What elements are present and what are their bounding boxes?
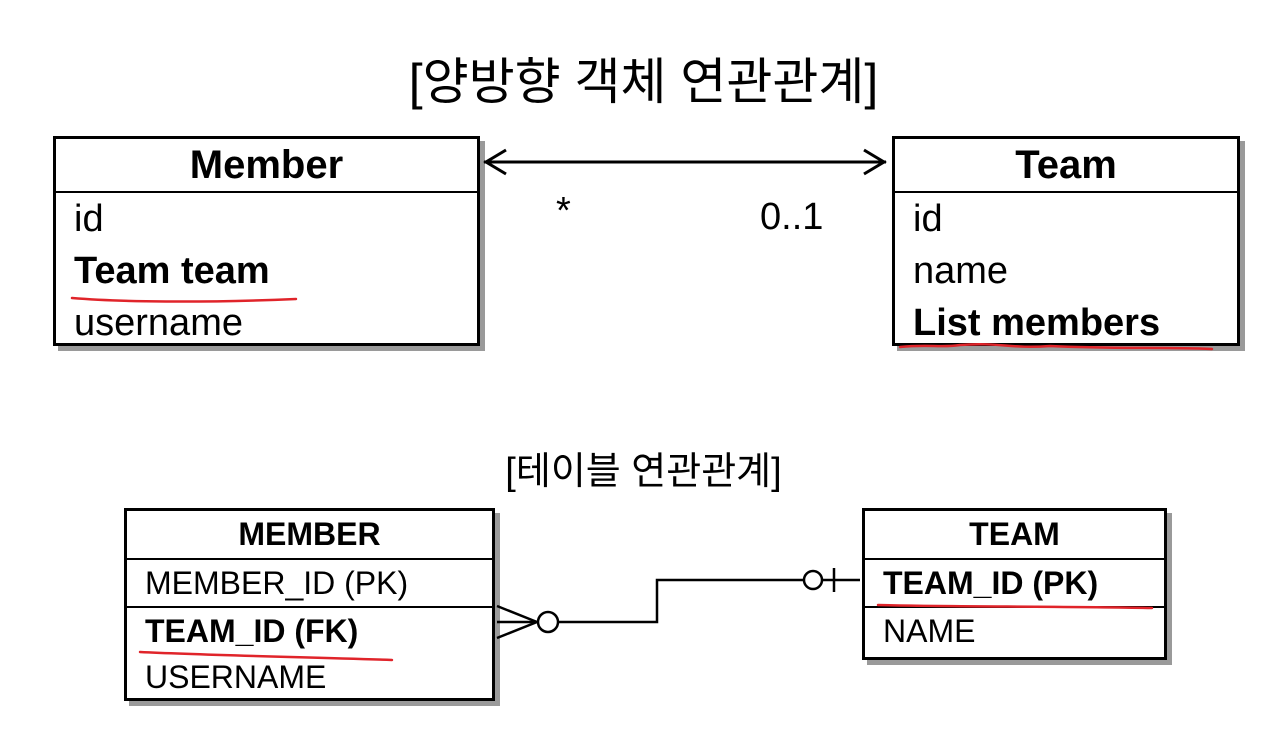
member-column-member-id: MEMBER_ID (PK)	[145, 565, 409, 601]
team-side-optional-circle	[802, 569, 824, 591]
member-entity-name: Member	[56, 139, 477, 193]
team-entity-name: Team	[895, 139, 1237, 193]
member-column-username: USERNAME	[145, 659, 327, 695]
member-field-username: username	[74, 302, 243, 344]
team-field-name: name	[913, 250, 1009, 292]
member-side-multiplicity: *	[556, 190, 571, 232]
team-table-name: TEAM	[865, 511, 1164, 560]
team-column-team-id: TEAM_ID (PK)	[883, 565, 1099, 601]
member-side-optional-circle	[536, 610, 560, 634]
team-table-box: TEAM TEAM_ID (PK) NAME	[862, 508, 1167, 660]
member-table-name: MEMBER	[127, 511, 492, 560]
member-column-team-id: TEAM_ID (FK)	[127, 606, 492, 654]
team-side-multiplicity: 0..1	[760, 196, 824, 238]
team-entity-box: Team id name List members	[892, 136, 1240, 346]
object-relationship-title: [양방향 객체 연관관계]	[408, 54, 879, 110]
team-field-members: List members	[913, 302, 1161, 344]
team-field-id: id	[913, 198, 943, 240]
team-column-name: NAME	[865, 606, 1164, 654]
table-relationship-title: [테이블 연관관계]	[505, 451, 782, 493]
bidirectional-arrow	[483, 148, 887, 176]
member-field-team: Team team	[74, 250, 270, 292]
er-connector	[496, 568, 860, 640]
member-table-box: MEMBER MEMBER_ID (PK) TEAM_ID (FK) USERN…	[124, 508, 495, 701]
member-field-id: id	[74, 198, 104, 240]
member-entity-box: Member id Team team username	[53, 136, 480, 346]
